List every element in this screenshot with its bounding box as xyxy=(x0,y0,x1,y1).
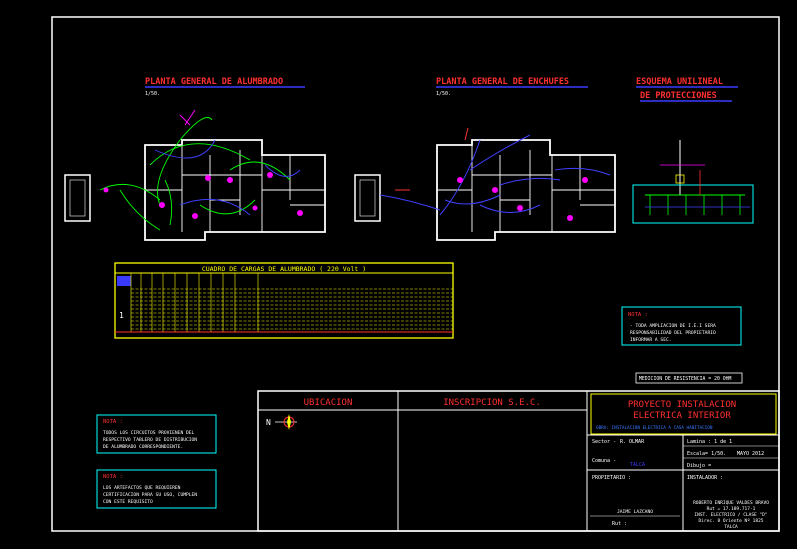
note-right-line-1: - TODA AMPLIACION DE I.E.I SERA xyxy=(630,323,716,329)
unifilar-title-line2: DE PROTECCIONES xyxy=(640,91,717,101)
note-left1-line-3: DE ALUMBRADO CORRESPONDIENTE. xyxy=(103,444,183,450)
ubicacion-label: UBICACION xyxy=(304,398,353,408)
note-left2-line-3: CON ESTE REQUISITO xyxy=(103,499,153,505)
outlets-plan-title: PLANTA GENERAL DE ENCHUFES xyxy=(436,77,569,87)
sector-value: R. OLMAR xyxy=(620,439,645,445)
propietario-name: JAIME LAZCANO xyxy=(617,509,653,515)
north-arrow-icon xyxy=(275,414,297,430)
note-left2-heading: NOTA : xyxy=(103,474,123,480)
instalador-label: INSTALADOR : xyxy=(687,475,723,481)
resistance-text: MEDICION DE RESISTENCIA = 20 OHM xyxy=(639,376,732,382)
outlets-plan-scale: 1/50. xyxy=(436,91,451,97)
note-box-right xyxy=(621,306,742,346)
note-left1-heading: NOTA : xyxy=(103,419,123,425)
comuna-label: Comuna - xyxy=(592,458,616,464)
note-right-line-2: RESPONSABILIDAD DEL PROPIETARIO xyxy=(630,330,716,336)
lamina-text: Lamina : 1 de 1 xyxy=(687,439,732,445)
instalador-rut: Rut = 17.189.717-1 xyxy=(707,506,756,512)
instalador-city: TALCA xyxy=(724,524,738,530)
note-right-heading: NOTA : xyxy=(628,312,648,318)
fecha-text: MAYO 2012 xyxy=(737,451,764,457)
note-box-left-2 xyxy=(96,469,217,509)
project-subtitle: OBRA: INSTALACION ELECTRICA A CASA HABIT… xyxy=(596,425,713,431)
escala-text: Escala= 1/50. xyxy=(687,451,726,457)
note-left1-line-2: RESPECTIVO TABLERO DE DISTRIBUCION xyxy=(103,437,197,443)
project-title-line2: ELECTRICA INTERIOR xyxy=(633,411,731,421)
note-left2-line-1: LOS ARTEFACTOS QUE REQUIEREN xyxy=(103,485,181,491)
inscripcion-label: INSCRIPCION S.E.C. xyxy=(443,398,541,408)
outlets-floor-plan xyxy=(354,127,616,241)
load-table-circuit-number: 1 xyxy=(119,311,124,320)
resistance-box xyxy=(635,372,743,384)
instalador-name: ROBERTO ENRIQUE VALDES BRAVO xyxy=(693,500,769,506)
unifilar-diagram xyxy=(632,140,754,224)
instalador-license: INST. ELECTRICO / CLASE "D" xyxy=(694,512,767,518)
load-table: CUADRO DE CARGAS DE ALUMBRADO ( 220 Volt… xyxy=(114,262,454,339)
sector-label: Sector - xyxy=(592,439,616,445)
title-block xyxy=(257,390,780,532)
note-left1-line-1: TODOS LOS CIRCUITOS PROVIENEN DEL xyxy=(103,430,195,436)
project-title-line1: PROYECTO INSTALACION xyxy=(628,400,736,410)
comuna-value: TALCA xyxy=(630,462,645,468)
note-left2-line-2: CERTIFICACION PARA SU USO, CUMPLEN xyxy=(103,492,197,498)
propietario-label: PROPIETARIO : xyxy=(592,475,631,481)
note-box-left-1 xyxy=(96,414,217,454)
lighting-plan-title: PLANTA GENERAL DE ALUMBRADO xyxy=(145,77,283,87)
lighting-plan-scale: 1/50. xyxy=(145,91,160,97)
propietario-rut: Rut : xyxy=(612,521,627,527)
lighting-floor-plan xyxy=(64,109,326,241)
unifilar-title-line1: ESQUEMA UNILINEAL xyxy=(636,77,723,87)
north-label: N xyxy=(266,418,271,427)
note-right-line-3: INFORMAR A SEC. xyxy=(630,337,672,343)
instalador-address: Direc. 8 Oriente Nº 1825 xyxy=(698,518,763,524)
dibujo-text: Dibujo = xyxy=(687,463,711,469)
load-table-title: CUADRO DE CARGAS DE ALUMBRADO ( 220 Volt… xyxy=(202,265,366,273)
